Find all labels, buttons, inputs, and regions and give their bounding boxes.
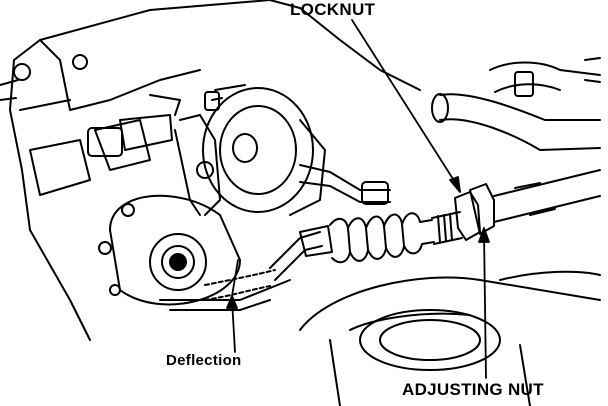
locknut-label: LOCKNUT <box>290 0 376 19</box>
throttle-linkage <box>87 94 221 216</box>
locknut-leader <box>351 19 461 191</box>
throttle-cable <box>269 169 601 281</box>
leader-lines <box>226 19 490 379</box>
deflection-label: Deflection <box>166 352 242 369</box>
throttle-drum <box>98 194 291 311</box>
dashpot-diaphragm <box>202 84 391 216</box>
adjusting-nut-leader <box>483 231 487 379</box>
adjusting-nut-part <box>469 183 495 235</box>
adjusting-nut-label: ADJUSTING NUT <box>402 380 544 399</box>
engine-block <box>0 0 421 341</box>
coolant-pipe <box>431 57 601 151</box>
deflection-zone <box>204 269 276 301</box>
lower-casting <box>299 270 601 406</box>
